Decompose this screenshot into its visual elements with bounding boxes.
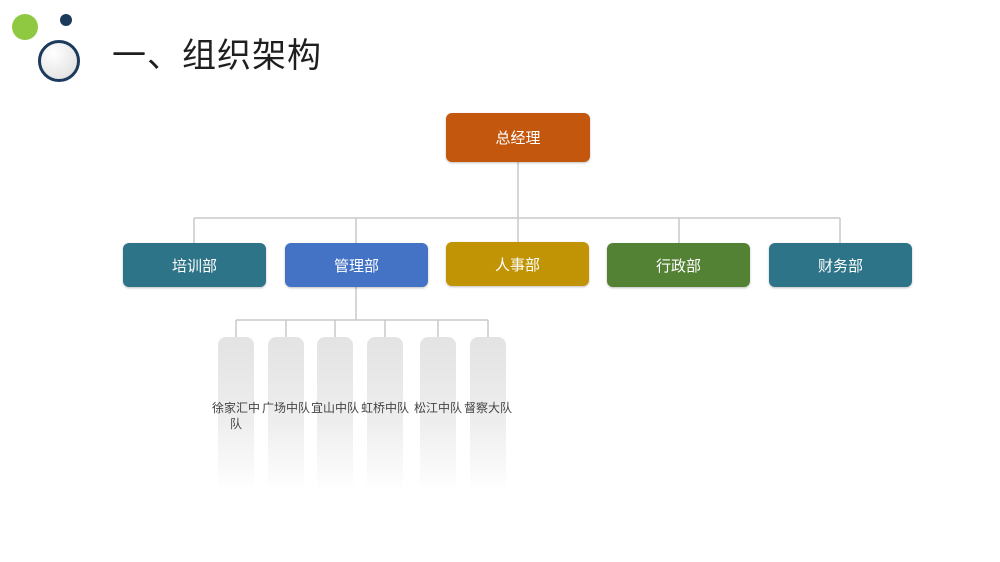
node-squad-hongqiao: 虹桥中队 bbox=[361, 337, 409, 492]
decorative-green-dot bbox=[12, 14, 38, 40]
node-label: 宜山中队 bbox=[311, 401, 360, 415]
node-squad-xujiahui: 徐家汇中队 bbox=[212, 337, 260, 492]
node-department-training: 培训部 bbox=[123, 243, 266, 287]
node-label: 培训部 bbox=[171, 256, 217, 275]
node-squad-yishan: 宜山中队 bbox=[311, 337, 359, 492]
node-label: 督察大队 bbox=[464, 401, 513, 415]
decorative-ring bbox=[38, 40, 80, 82]
node-label: 徐家汇中队 bbox=[212, 401, 261, 431]
node-squad-songjiang: 松江中队 bbox=[414, 337, 462, 492]
decorative-navy-dot bbox=[60, 14, 72, 26]
node-squad-inspection: 督察大队 bbox=[464, 337, 512, 492]
node-label: 广场中队 bbox=[262, 401, 311, 415]
node-department-admin: 行政部 bbox=[607, 243, 750, 287]
node-label: 总经理 bbox=[495, 129, 541, 147]
node-department-hr: 人事部 bbox=[446, 242, 589, 286]
node-label: 行政部 bbox=[655, 256, 701, 275]
node-label: 人事部 bbox=[494, 255, 540, 274]
node-department-finance: 财务部 bbox=[769, 243, 912, 287]
node-squad-guangchang: 广场中队 bbox=[262, 337, 310, 492]
node-label: 虹桥中队 bbox=[361, 401, 410, 415]
node-label: 财务部 bbox=[817, 256, 863, 275]
node-label: 松江中队 bbox=[414, 401, 463, 415]
node-general-manager: 总经理 bbox=[446, 113, 590, 162]
node-department-management: 管理部 bbox=[285, 243, 428, 287]
page-title: 一、组织架构 bbox=[112, 36, 322, 76]
node-label: 管理部 bbox=[333, 256, 379, 275]
